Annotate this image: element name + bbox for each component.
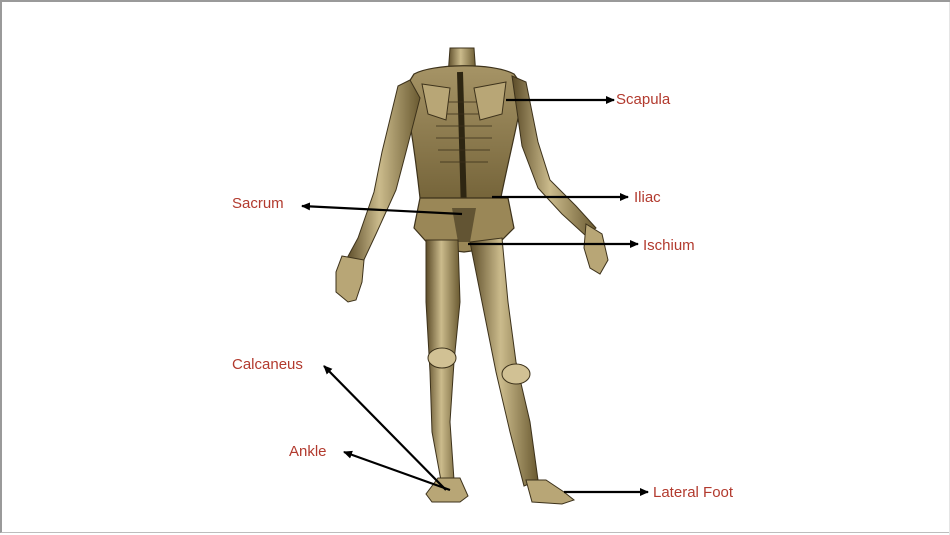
label-iliac: Iliac xyxy=(634,189,661,207)
label-sacrum: Sacrum xyxy=(232,195,284,213)
label-scapula: Scapula xyxy=(616,91,670,109)
arrow-ankle xyxy=(344,452,450,490)
arrow-calcaneus xyxy=(324,366,446,490)
skeleton-figure xyxy=(336,48,608,504)
label-ischium: Ischium xyxy=(643,237,695,255)
label-calcaneus: Calcaneus xyxy=(232,356,303,374)
label-lateral-foot: Lateral Foot xyxy=(653,484,733,502)
label-ankle: Ankle xyxy=(289,443,327,461)
